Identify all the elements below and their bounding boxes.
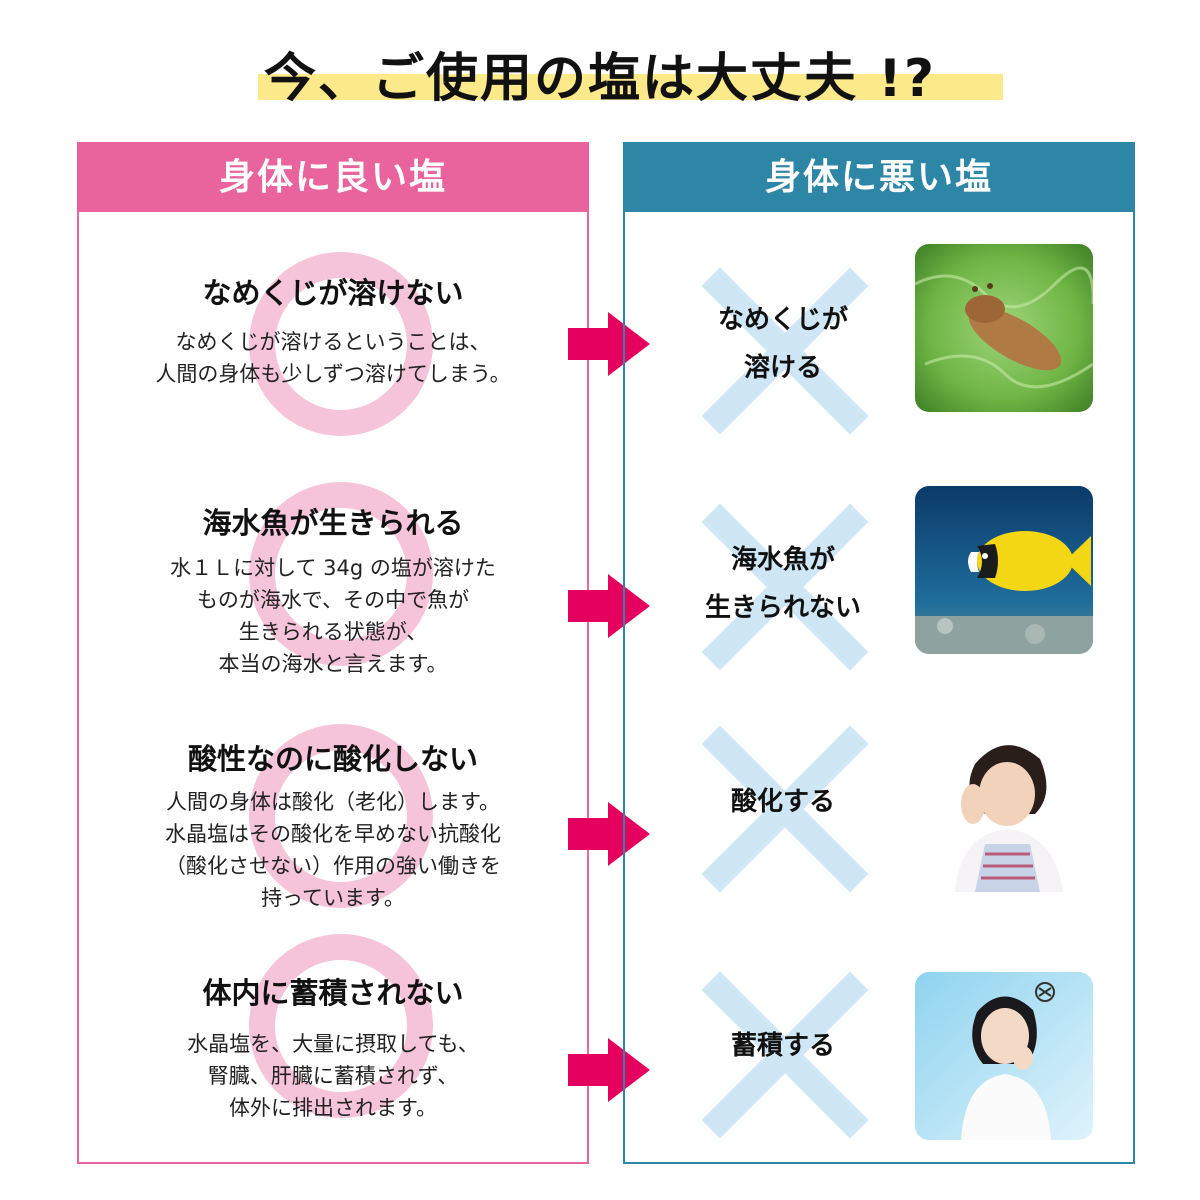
bad-item-label: なめくじが 溶ける <box>653 296 913 392</box>
arrow-right-icon <box>568 1038 650 1102</box>
good-item-heading: 酸性なのに酸化しない <box>187 742 478 776</box>
bad-salt-panel: 身体に悪い塩 なめくじが 溶ける 海水魚が 生きられない 酸化する 蓄積する <box>623 142 1135 1164</box>
good-item-desc-line: 体外に排出されます。 <box>229 1096 437 1120</box>
good-item-desc-line: 持っています。 <box>261 886 405 910</box>
bad-item-label: 蓄積する <box>653 1022 913 1070</box>
title-area: 今、ご使用の塩は大丈夫 !? <box>0 30 1200 110</box>
good-item-heading: 海水魚が生きられる <box>202 506 464 540</box>
good-item-accumulation: 体内に蓄積されない 水晶塩を、大量に摂取しても、 腎臓、肝臓に蓄積されず、 体外… <box>79 970 587 1124</box>
bad-item-label-line: 酸化する <box>730 787 835 817</box>
good-item-fish: 海水魚が生きられる 水１Ｌに対して 34g の塩が溶けた ものが海水で、その中で… <box>79 500 587 680</box>
good-item-desc-line: 腎臓、肝臓に蓄積されず、 <box>207 1064 459 1088</box>
woman-headache-photo <box>915 724 1093 892</box>
good-item-heading: なめくじが溶けない <box>202 276 464 310</box>
page-title: 今、ご使用の塩は大丈夫 !? <box>264 49 936 109</box>
good-salt-header: 身体に良い塩 <box>79 144 587 212</box>
bad-item-label: 海水魚が 生きられない <box>653 536 913 632</box>
arrow-right-icon <box>568 312 650 376</box>
good-item-slug: なめくじが溶けない なめくじが溶けるということは、 人間の身体も少しずつ溶けてし… <box>79 270 587 390</box>
good-item-desc-line: 人間の身体は酸化（老化）します。 <box>166 790 500 814</box>
arrow-right-icon <box>568 574 650 638</box>
arrow-right-icon <box>568 802 650 866</box>
good-item-desc-line: なめくじが溶けるということは、 <box>175 330 491 354</box>
bad-item-label-line: なめくじが <box>717 305 848 335</box>
good-item-desc-line: 水晶塩を、大量に摂取しても、 <box>187 1032 479 1056</box>
slug-photo <box>915 244 1093 412</box>
bad-salt-header: 身体に悪い塩 <box>625 144 1133 212</box>
bad-item-label-line: 海水魚が <box>730 545 835 575</box>
good-item-heading: 体内に蓄積されない <box>202 976 464 1010</box>
good-item-desc-line: （酸化させない）作用の強い働きを <box>165 854 501 878</box>
bad-item-label-line: 蓄積する <box>730 1031 835 1061</box>
bad-item-label: 酸化する <box>653 778 913 826</box>
good-item-desc-line: 水１Ｌに対して 34g の塩が溶けた <box>170 556 496 580</box>
fish-photo <box>915 486 1093 654</box>
good-salt-panel: 身体に良い塩 なめくじが溶けない なめくじが溶けるということは、 人間の身体も少… <box>77 142 589 1164</box>
woman-worried-photo <box>915 972 1093 1140</box>
bad-item-label-line: 生きられない <box>704 593 861 623</box>
title-highlight <box>258 74 1003 100</box>
good-item-desc-line: 生きられる状態が、 <box>238 620 428 644</box>
bad-item-label-line: 溶ける <box>743 353 822 383</box>
good-item-desc-line: 本当の海水と言えます。 <box>218 652 448 676</box>
good-item-oxidation: 酸性なのに酸化しない 人間の身体は酸化（老化）します。 水晶塩はその酸化を早めな… <box>79 736 587 914</box>
good-item-desc-line: 水晶塩はその酸化を早めない抗酸化 <box>165 822 501 846</box>
good-item-desc-line: 人間の身体も少しずつ溶けてしまう。 <box>155 362 511 386</box>
good-item-desc-line: ものが海水で、その中で魚が <box>196 588 470 612</box>
